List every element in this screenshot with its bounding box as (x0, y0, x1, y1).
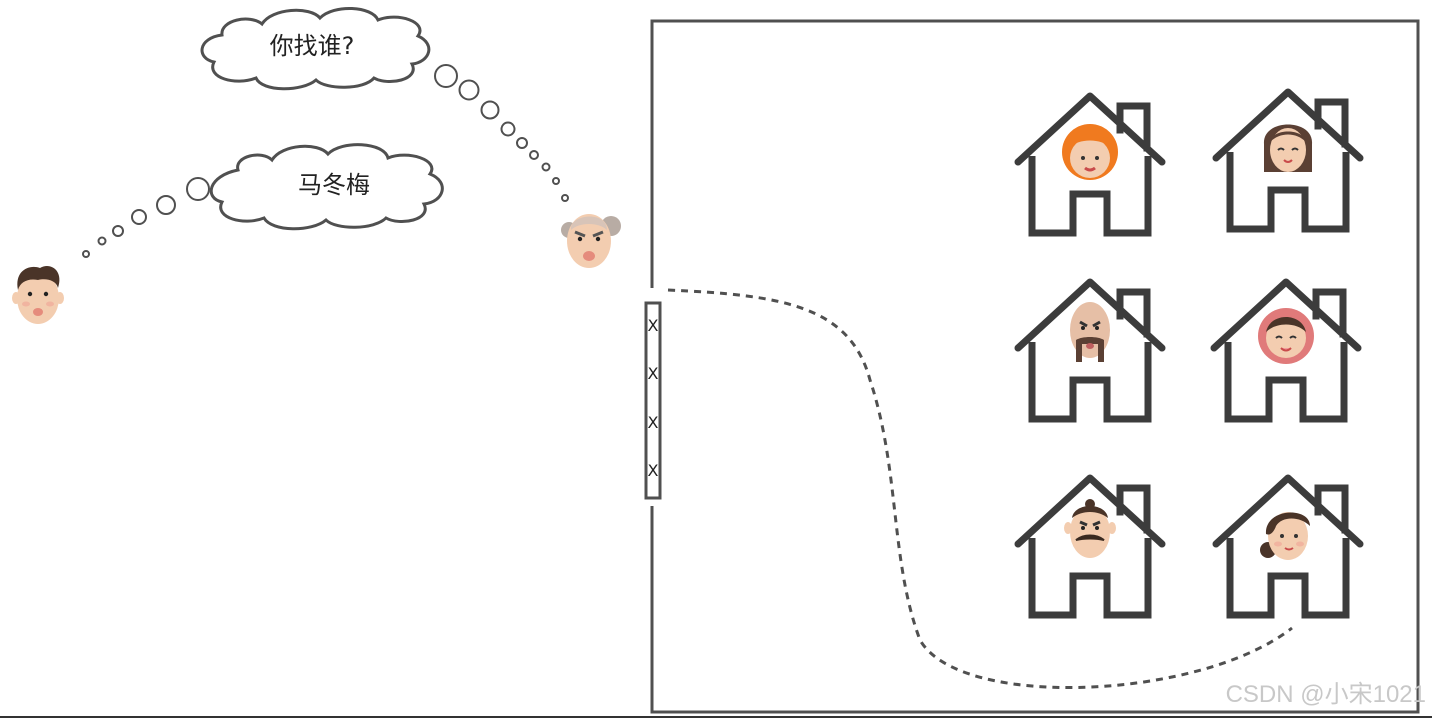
question-cloud: 你找谁? (202, 8, 429, 88)
question-text: 你找谁? (270, 32, 355, 60)
house-mustache-man-icon (1018, 478, 1162, 615)
old-man-avatar-icon (561, 214, 621, 268)
gate-mark: X (648, 413, 659, 432)
dashed-route (668, 290, 1292, 688)
house-red-hood-woman-icon (1214, 282, 1358, 419)
house-bald-mustache-man-icon (1018, 282, 1162, 419)
answer-text: 马冬梅 (298, 171, 370, 199)
house-ponytail-woman-icon (1216, 478, 1360, 615)
thought-trail-visitor (83, 178, 209, 257)
house-orange-hair-woman-icon (1018, 96, 1162, 233)
gate-mark: X (648, 364, 659, 383)
answer-cloud: 马冬梅 (211, 145, 442, 229)
house-long-hair-woman-icon (1216, 92, 1360, 229)
thought-trail-guard (435, 65, 568, 201)
watermark: CSDN @小宋1021 (1226, 674, 1426, 709)
young-man-avatar-icon (12, 266, 64, 324)
gate-mark: X (648, 461, 659, 480)
gate-mark: X (648, 316, 659, 335)
